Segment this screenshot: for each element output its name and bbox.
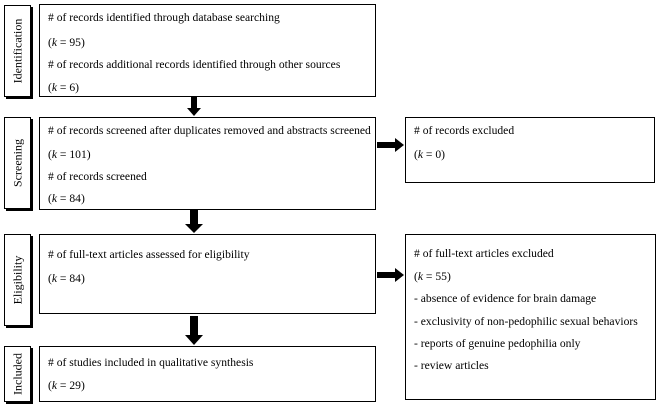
screening-count-1: (k = 101) <box>48 148 91 161</box>
right-arrow-1 <box>377 138 404 152</box>
exclusion-reason: - reports of genuine pedophilia only <box>414 337 581 350</box>
fulltext-excluded-box: # of full-text articles excluded (k = 55… <box>405 234 656 400</box>
down-arrow-1 <box>187 97 201 116</box>
eligibility-line: # of full-text articles assessed for eli… <box>48 248 250 261</box>
identification-line-2: # of records additional records identifi… <box>48 58 341 71</box>
included-box: # of studies included in qualitative syn… <box>39 346 376 402</box>
screening-line-2: # of records screened <box>48 170 147 183</box>
fulltext-excluded-count: (k = 55) <box>414 270 451 283</box>
included-count: (k = 29) <box>48 379 85 392</box>
identification-box: # of records identified through database… <box>39 4 376 97</box>
exclusion-reason: - absence of evidence for brain damage <box>414 292 597 305</box>
identification-line-1: # of records identified through database… <box>48 11 280 24</box>
exclusion-reason: - exclusivity of non-pedophilic sexual b… <box>414 315 638 328</box>
stage-included-label: Included <box>10 353 24 395</box>
identification-count-2: (k = 6) <box>48 81 80 94</box>
fulltext-excluded-line: # of full-text articles excluded <box>414 247 554 260</box>
eligibility-count: (k = 84) <box>48 272 85 285</box>
records-excluded-box: # of records excluded (k = 0) <box>405 117 655 183</box>
stage-identification-label: Identification <box>10 18 24 84</box>
stage-eligibility-box: Eligibility <box>4 234 31 326</box>
screening-count-2: (k = 84) <box>48 192 85 205</box>
screening-line-1: # of records screened after duplicates r… <box>48 124 371 137</box>
identification-count-1: (k = 95) <box>48 36 85 49</box>
right-arrow-2 <box>377 268 404 282</box>
eligibility-box: # of full-text articles assessed for eli… <box>39 234 376 314</box>
exclusion-reason: - review articles <box>414 359 489 372</box>
records-excluded-line: # of records excluded <box>414 124 515 137</box>
stage-identification-box: Identification <box>4 5 31 97</box>
down-arrow-2 <box>185 210 203 233</box>
stage-included-box: Included <box>4 346 31 402</box>
screening-box: # of records screened after duplicates r… <box>39 117 376 210</box>
stage-screening-box: Screening <box>4 117 31 209</box>
down-arrow-3 <box>185 316 203 345</box>
stage-eligibility-label: Eligibility <box>10 255 24 305</box>
records-excluded-count: (k = 0) <box>414 148 446 161</box>
stage-screening-label: Screening <box>10 139 24 187</box>
included-line: # of studies included in qualitative syn… <box>48 356 254 369</box>
